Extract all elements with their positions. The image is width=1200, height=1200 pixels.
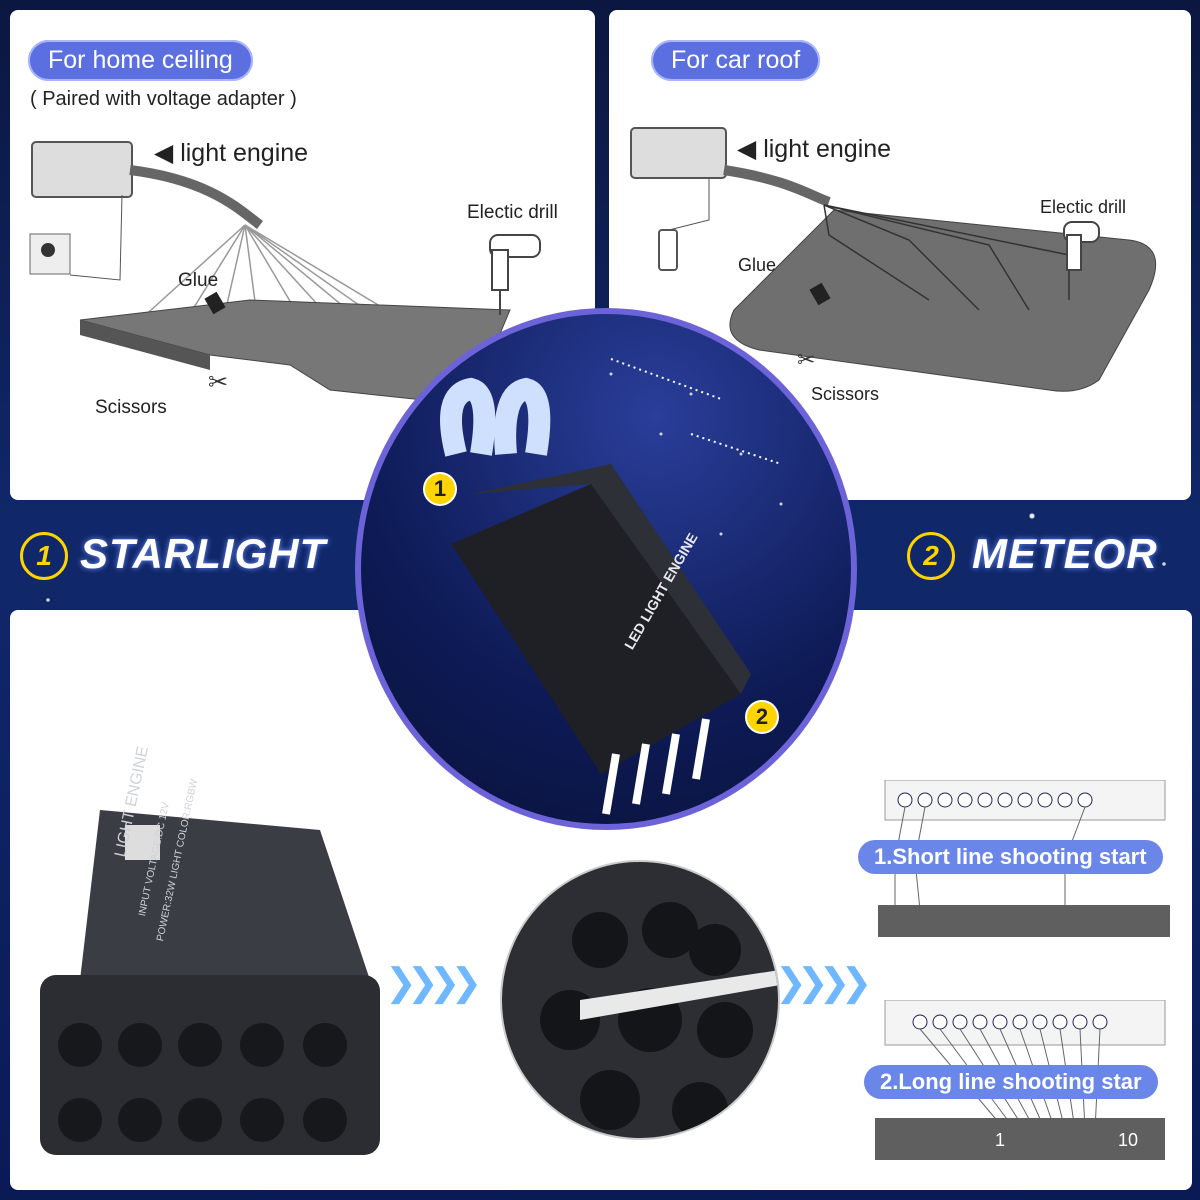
arrow-left-icon: ◀	[154, 139, 174, 167]
light-engine-device	[40, 810, 380, 1155]
car-light-engine-label: ◀ light engine	[737, 134, 891, 164]
car-scissors-label: Scissors	[811, 384, 880, 404]
home-ceiling-title: For home ceiling	[28, 40, 253, 81]
long-line-label: 2.Long line shooting star	[864, 1065, 1158, 1099]
starlight-number-badge: 1	[20, 532, 68, 580]
long-line-start-number: 1	[995, 1130, 1006, 1150]
port-closeup	[500, 860, 780, 1140]
chevron-right-icon: ❯❯❯❯	[385, 962, 482, 1004]
port2-badge: 2	[745, 700, 779, 734]
car-illustration	[630, 127, 1157, 392]
short-line-label: 1.Short line shooting start	[858, 840, 1163, 874]
home-ceiling-panel: For home ceiling ( Paired with voltage a…	[10, 10, 595, 500]
meteor-heading: METEOR	[972, 530, 1158, 577]
center-device-illustration	[440, 358, 783, 815]
long-line-end-number: 10	[1118, 1130, 1139, 1150]
car-glue-label: Glue	[738, 255, 777, 275]
chevron-right-icon: ❯❯❯❯	[775, 962, 872, 1004]
port1-badge: 1	[423, 472, 457, 506]
home-scissors-label: Scissors	[95, 397, 167, 418]
car-light-engine-text: light engine	[763, 135, 892, 163]
meteor-number-badge: 2	[907, 532, 955, 580]
car-drill-label: Electic drill	[1040, 197, 1127, 217]
home-glue-label: Glue	[178, 270, 219, 291]
long-line-diagram	[875, 1000, 1166, 1160]
arrow-left-icon: ◀	[737, 135, 757, 163]
home-light-engine-text: light engine	[180, 139, 309, 167]
short-line-diagram	[878, 780, 1170, 937]
starlight-heading: STARLIGHT	[80, 530, 327, 577]
home-subtitle: ( Paired with voltage adapter )	[30, 88, 297, 110]
car-roof-title: For car roof	[651, 40, 821, 81]
center-product-photo: LED LIGHT ENGINE	[355, 308, 857, 830]
home-drill-label: Electic drill	[467, 202, 558, 223]
home-illustration	[29, 141, 541, 406]
scissors-icon: ✂	[797, 347, 816, 372]
scissors-icon: ✂	[208, 369, 229, 396]
home-light-engine-label: ◀ light engine	[154, 138, 308, 168]
